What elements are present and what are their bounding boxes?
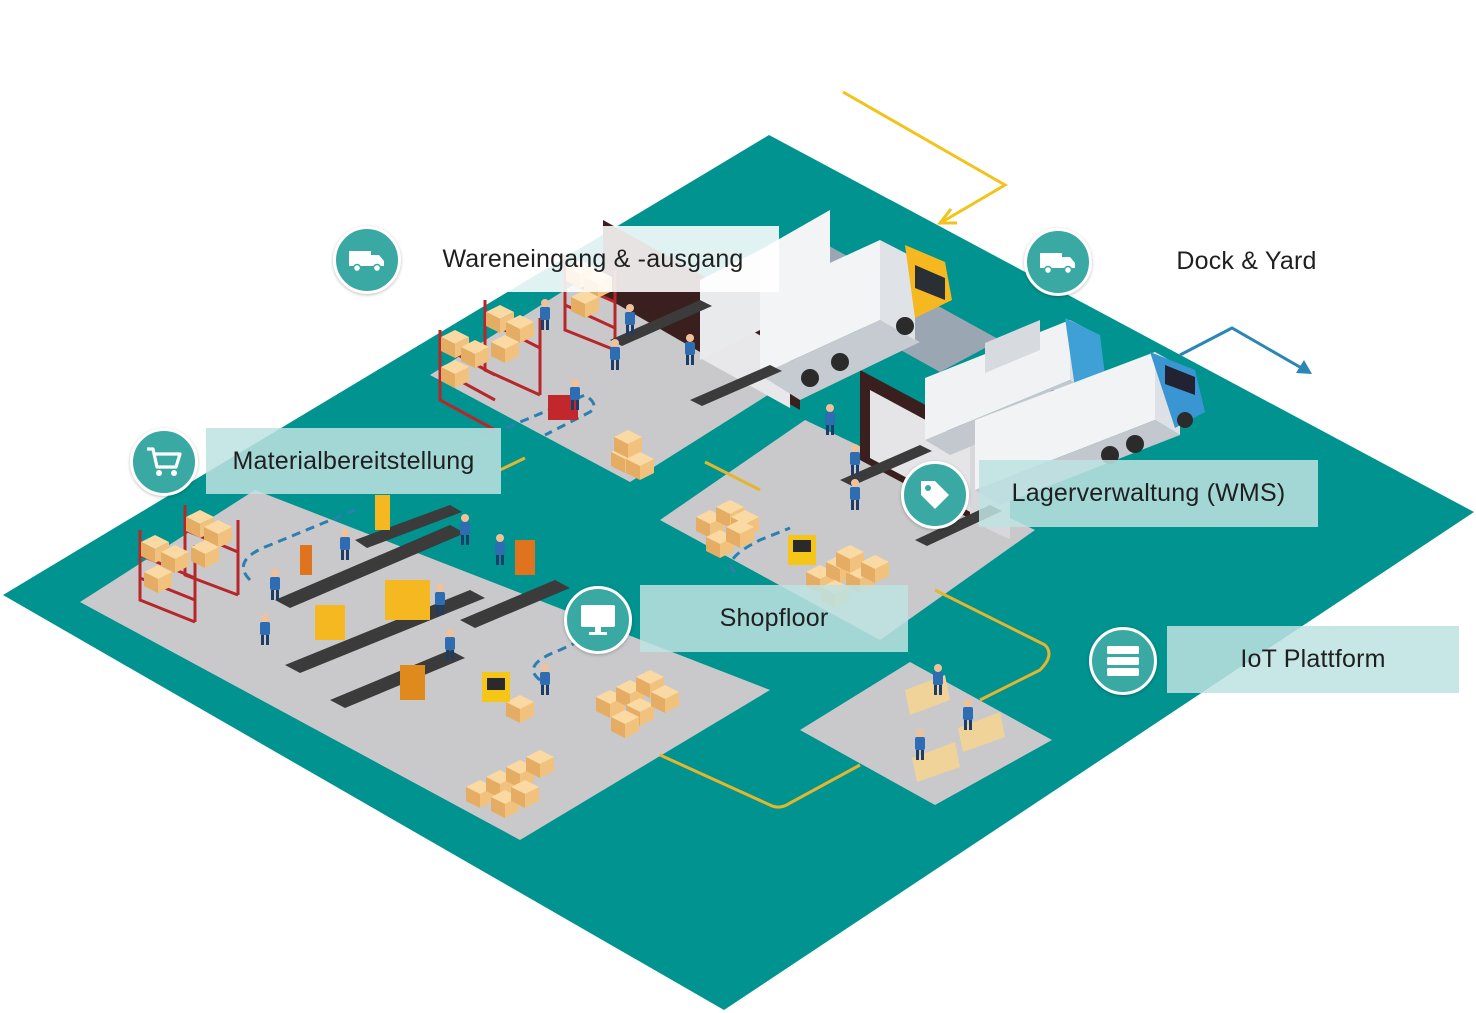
label-iot-plattform: IoT Plattform bbox=[1167, 626, 1459, 693]
outgoing-arrow bbox=[1179, 326, 1306, 372]
monitor-icon bbox=[564, 586, 632, 654]
label-wms: Lagerverwaltung (WMS) bbox=[979, 460, 1318, 527]
label-dock-yard: Dock & Yard bbox=[1103, 228, 1390, 294]
flow-material bbox=[241, 508, 356, 582]
zone-office-floor bbox=[800, 662, 1052, 805]
path-material-link bbox=[499, 456, 526, 472]
production-lines bbox=[275, 300, 1002, 708]
path-office-to-wms bbox=[934, 588, 1051, 702]
label-materialbereitstellung-text: Materialbereitstellung bbox=[232, 446, 475, 475]
price-tag-icon bbox=[901, 461, 969, 529]
truck-icon bbox=[333, 226, 401, 294]
truck-icon bbox=[1024, 228, 1092, 296]
label-wareneingang-text: Wareneingang & -ausgang bbox=[442, 244, 744, 273]
flow-receipt bbox=[464, 393, 596, 447]
label-shopfloor: Shopfloor bbox=[640, 585, 908, 652]
label-iot-plattform-text: IoT Plattform bbox=[1240, 645, 1386, 673]
label-wms-text: Lagerverwaltung (WMS) bbox=[1011, 479, 1286, 507]
zone-wms-floor bbox=[660, 420, 1035, 640]
forklift-1 bbox=[788, 535, 816, 565]
label-shopfloor-text: Shopfloor bbox=[719, 604, 829, 632]
flow-wms bbox=[729, 526, 791, 574]
label-wareneingang: Wareneingang & -ausgang bbox=[407, 226, 779, 292]
ground-plate bbox=[3, 135, 1474, 1010]
path-shopfloor-to-office bbox=[659, 753, 861, 809]
office-desks bbox=[905, 664, 1005, 782]
incoming-arrow bbox=[842, 90, 1008, 224]
shopping-cart-icon bbox=[130, 428, 198, 496]
label-materialbereitstellung: Materialbereitstellung bbox=[206, 428, 501, 494]
server-icon bbox=[1089, 627, 1157, 695]
label-dock-yard-text: Dock & Yard bbox=[1176, 246, 1317, 275]
truck-2 bbox=[760, 240, 952, 400]
forklift-2 bbox=[482, 672, 510, 702]
path-receipt-to-wms bbox=[704, 460, 761, 492]
flow-shopfloor bbox=[531, 618, 626, 682]
